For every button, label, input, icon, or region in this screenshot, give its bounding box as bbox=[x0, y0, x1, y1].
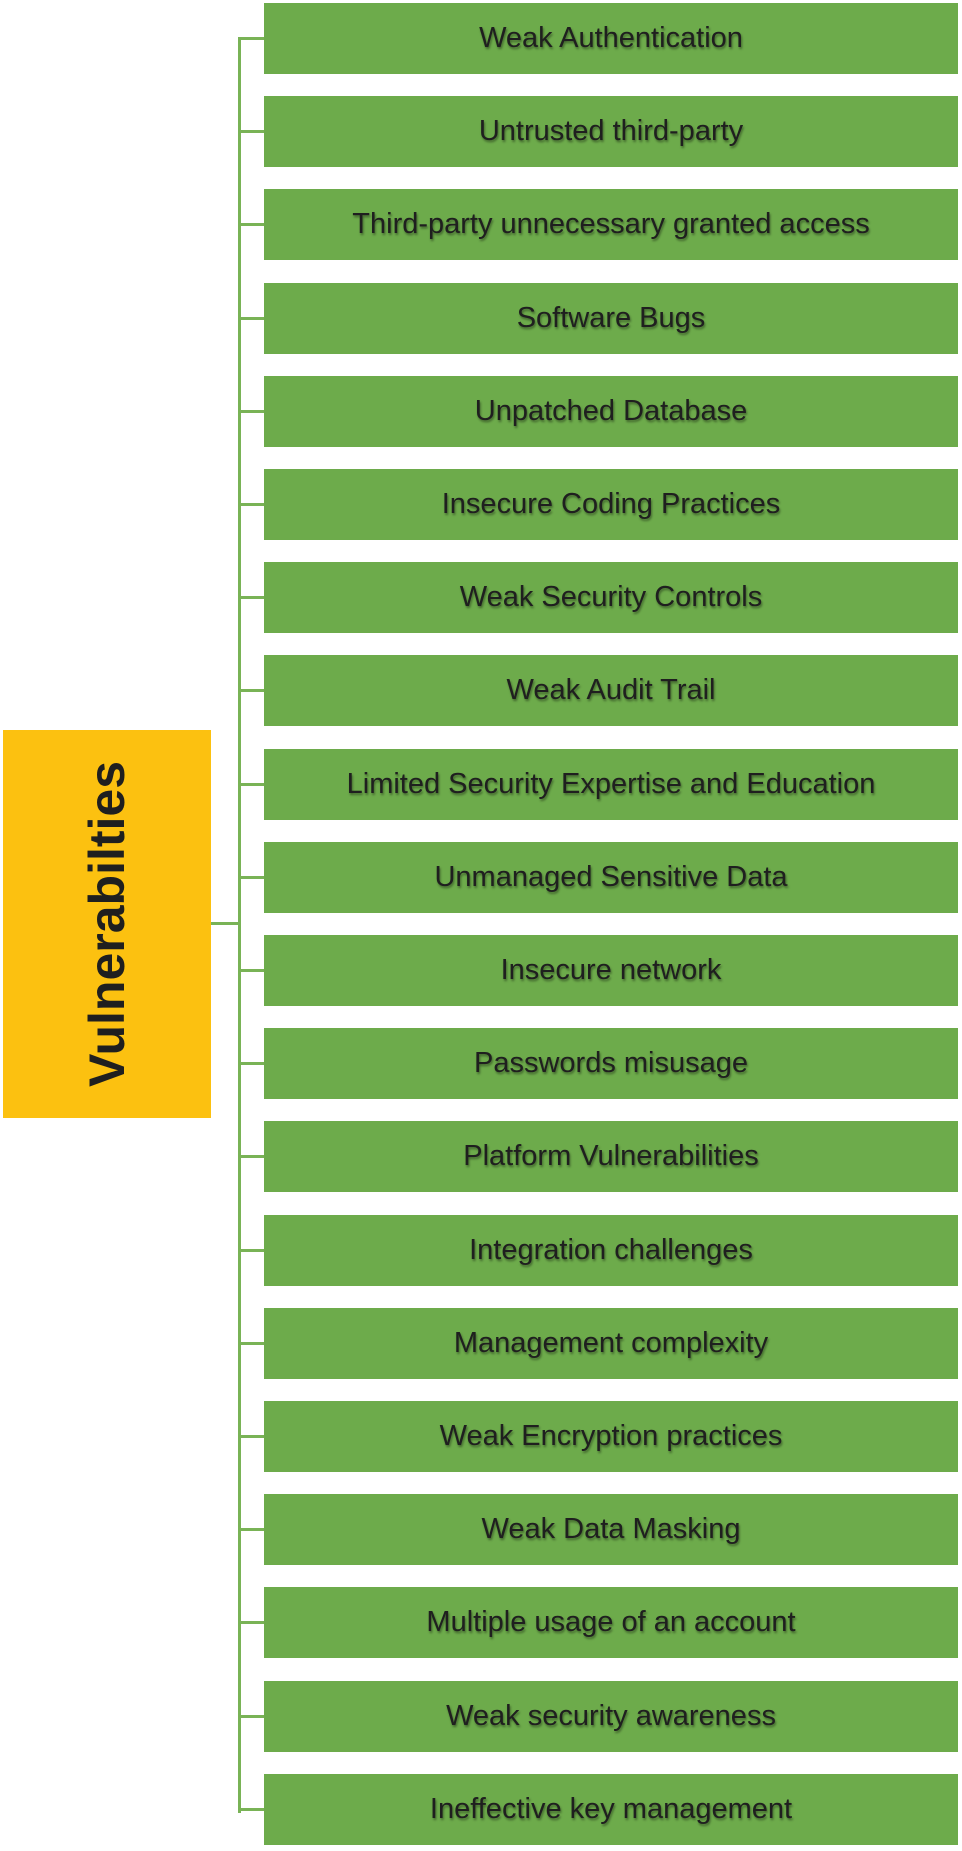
vulnerability-box: Software Bugs bbox=[264, 282, 958, 354]
vulnerability-box: Ineffective key management bbox=[264, 1773, 958, 1845]
list-item: Weak Security Controls bbox=[239, 562, 958, 634]
vulnerability-label: Ineffective key management bbox=[429, 1792, 793, 1825]
list-item: Third-party unnecessary granted access bbox=[239, 189, 958, 261]
connector-stub bbox=[239, 1528, 264, 1532]
list-item: Untrusted third-party bbox=[239, 96, 958, 168]
vulnerability-box: Insecure network bbox=[264, 935, 958, 1007]
vulnerability-box: Multiple usage of an account bbox=[264, 1587, 958, 1659]
list-item: Management complexity bbox=[239, 1307, 958, 1379]
vulnerability-label: Insecure Coding Practices bbox=[441, 488, 781, 521]
vulnerability-box: Weak Encryption practices bbox=[264, 1401, 958, 1473]
list-item: Weak Encryption practices bbox=[239, 1401, 958, 1473]
connector-stub bbox=[239, 1714, 264, 1718]
vulnerability-label: Weak Security Controls bbox=[459, 581, 763, 614]
vulnerability-box: Untrusted third-party bbox=[264, 96, 958, 168]
vulnerability-label: Weak security awareness bbox=[446, 1699, 776, 1732]
root-node-label: Vulnerabilties bbox=[79, 760, 135, 1088]
vulnerability-label: Third-party unnecessary granted access bbox=[352, 208, 870, 241]
vulnerability-box: Weak security awareness bbox=[264, 1680, 958, 1752]
connector-trunk-line bbox=[238, 37, 241, 1813]
list-item: Unmanaged Sensitive Data bbox=[239, 841, 958, 913]
list-item: Platform Vulnerabilities bbox=[239, 1121, 958, 1193]
list-item: Software Bugs bbox=[239, 282, 958, 354]
vulnerability-label: Integration challenges bbox=[469, 1233, 753, 1266]
list-item: Insecure network bbox=[239, 935, 958, 1007]
vulnerability-box: Platform Vulnerabilities bbox=[264, 1121, 958, 1193]
list-item: Weak security awareness bbox=[239, 1680, 958, 1752]
vulnerability-box: Limited Security Expertise and Education bbox=[264, 748, 958, 820]
vulnerability-box: Management complexity bbox=[264, 1307, 958, 1379]
connector-stub bbox=[239, 689, 264, 693]
vulnerability-label: Software Bugs bbox=[516, 301, 706, 334]
connector-stub bbox=[239, 1341, 264, 1345]
vulnerability-box: Weak Data Masking bbox=[264, 1494, 958, 1566]
vulnerability-label: Passwords misusage bbox=[474, 1047, 748, 1080]
vulnerability-label: Weak Audit Trail bbox=[506, 674, 716, 707]
vulnerability-label: Unmanaged Sensitive Data bbox=[434, 860, 788, 893]
vulnerability-box: Weak Authentication bbox=[264, 3, 958, 74]
vulnerability-label: Weak Encryption practices bbox=[439, 1420, 783, 1453]
list-item: Weak Authentication bbox=[239, 3, 958, 74]
list-item: Weak Audit Trail bbox=[239, 655, 958, 727]
list-item: Ineffective key management bbox=[239, 1773, 958, 1845]
connector-stub bbox=[239, 1807, 264, 1811]
connector-stub bbox=[239, 316, 264, 320]
vulnerability-label: Insecure network bbox=[500, 954, 722, 987]
connector-stub bbox=[239, 1155, 264, 1159]
list-item: Weak Data Masking bbox=[239, 1494, 958, 1566]
vulnerability-box: Insecure Coding Practices bbox=[264, 469, 958, 541]
vulnerability-box: Unpatched Database bbox=[264, 375, 958, 447]
vulnerability-label: Weak Authentication bbox=[479, 22, 743, 54]
connector-stub bbox=[239, 875, 264, 879]
list-item: Multiple usage of an account bbox=[239, 1587, 958, 1659]
vulnerability-box: Weak Security Controls bbox=[264, 562, 958, 634]
connector-stub bbox=[239, 223, 264, 227]
list-item: Integration challenges bbox=[239, 1214, 958, 1286]
vulnerability-box: Weak Audit Trail bbox=[264, 655, 958, 727]
vulnerability-label: Weak Data Masking bbox=[481, 1513, 741, 1546]
connector-stub bbox=[239, 782, 264, 786]
vulnerability-box: Third-party unnecessary granted access bbox=[264, 189, 958, 261]
vulnerability-box: Unmanaged Sensitive Data bbox=[264, 841, 958, 913]
connector-stub bbox=[239, 969, 264, 973]
vulnerability-box: Integration challenges bbox=[264, 1214, 958, 1286]
connector-stub bbox=[239, 596, 264, 600]
list-item: Limited Security Expertise and Education bbox=[239, 748, 958, 820]
vulnerability-label: Platform Vulnerabilities bbox=[463, 1140, 759, 1173]
vulnerability-label: Management complexity bbox=[453, 1326, 769, 1359]
root-connector-stub bbox=[211, 922, 239, 925]
vulnerability-label: Multiple usage of an account bbox=[426, 1606, 796, 1639]
vulnerability-box: Passwords misusage bbox=[264, 1028, 958, 1100]
list-item: Passwords misusage bbox=[239, 1028, 958, 1100]
connector-stub bbox=[239, 37, 264, 40]
root-node: Vulnerabilties bbox=[3, 730, 211, 1118]
connector-stub bbox=[239, 1621, 264, 1625]
connector-stub bbox=[239, 503, 264, 507]
list-item: Unpatched Database bbox=[239, 375, 958, 447]
connector-stub bbox=[239, 409, 264, 413]
connector-stub bbox=[239, 1435, 264, 1439]
list-item: Insecure Coding Practices bbox=[239, 469, 958, 541]
connector-stub bbox=[239, 130, 264, 134]
vulnerability-label: Unpatched Database bbox=[474, 394, 748, 427]
vulnerability-label: Limited Security Expertise and Education bbox=[346, 767, 876, 800]
vulnerability-label: Untrusted third-party bbox=[478, 115, 744, 148]
connector-stub bbox=[239, 1248, 264, 1252]
connector-stub bbox=[239, 1062, 264, 1066]
